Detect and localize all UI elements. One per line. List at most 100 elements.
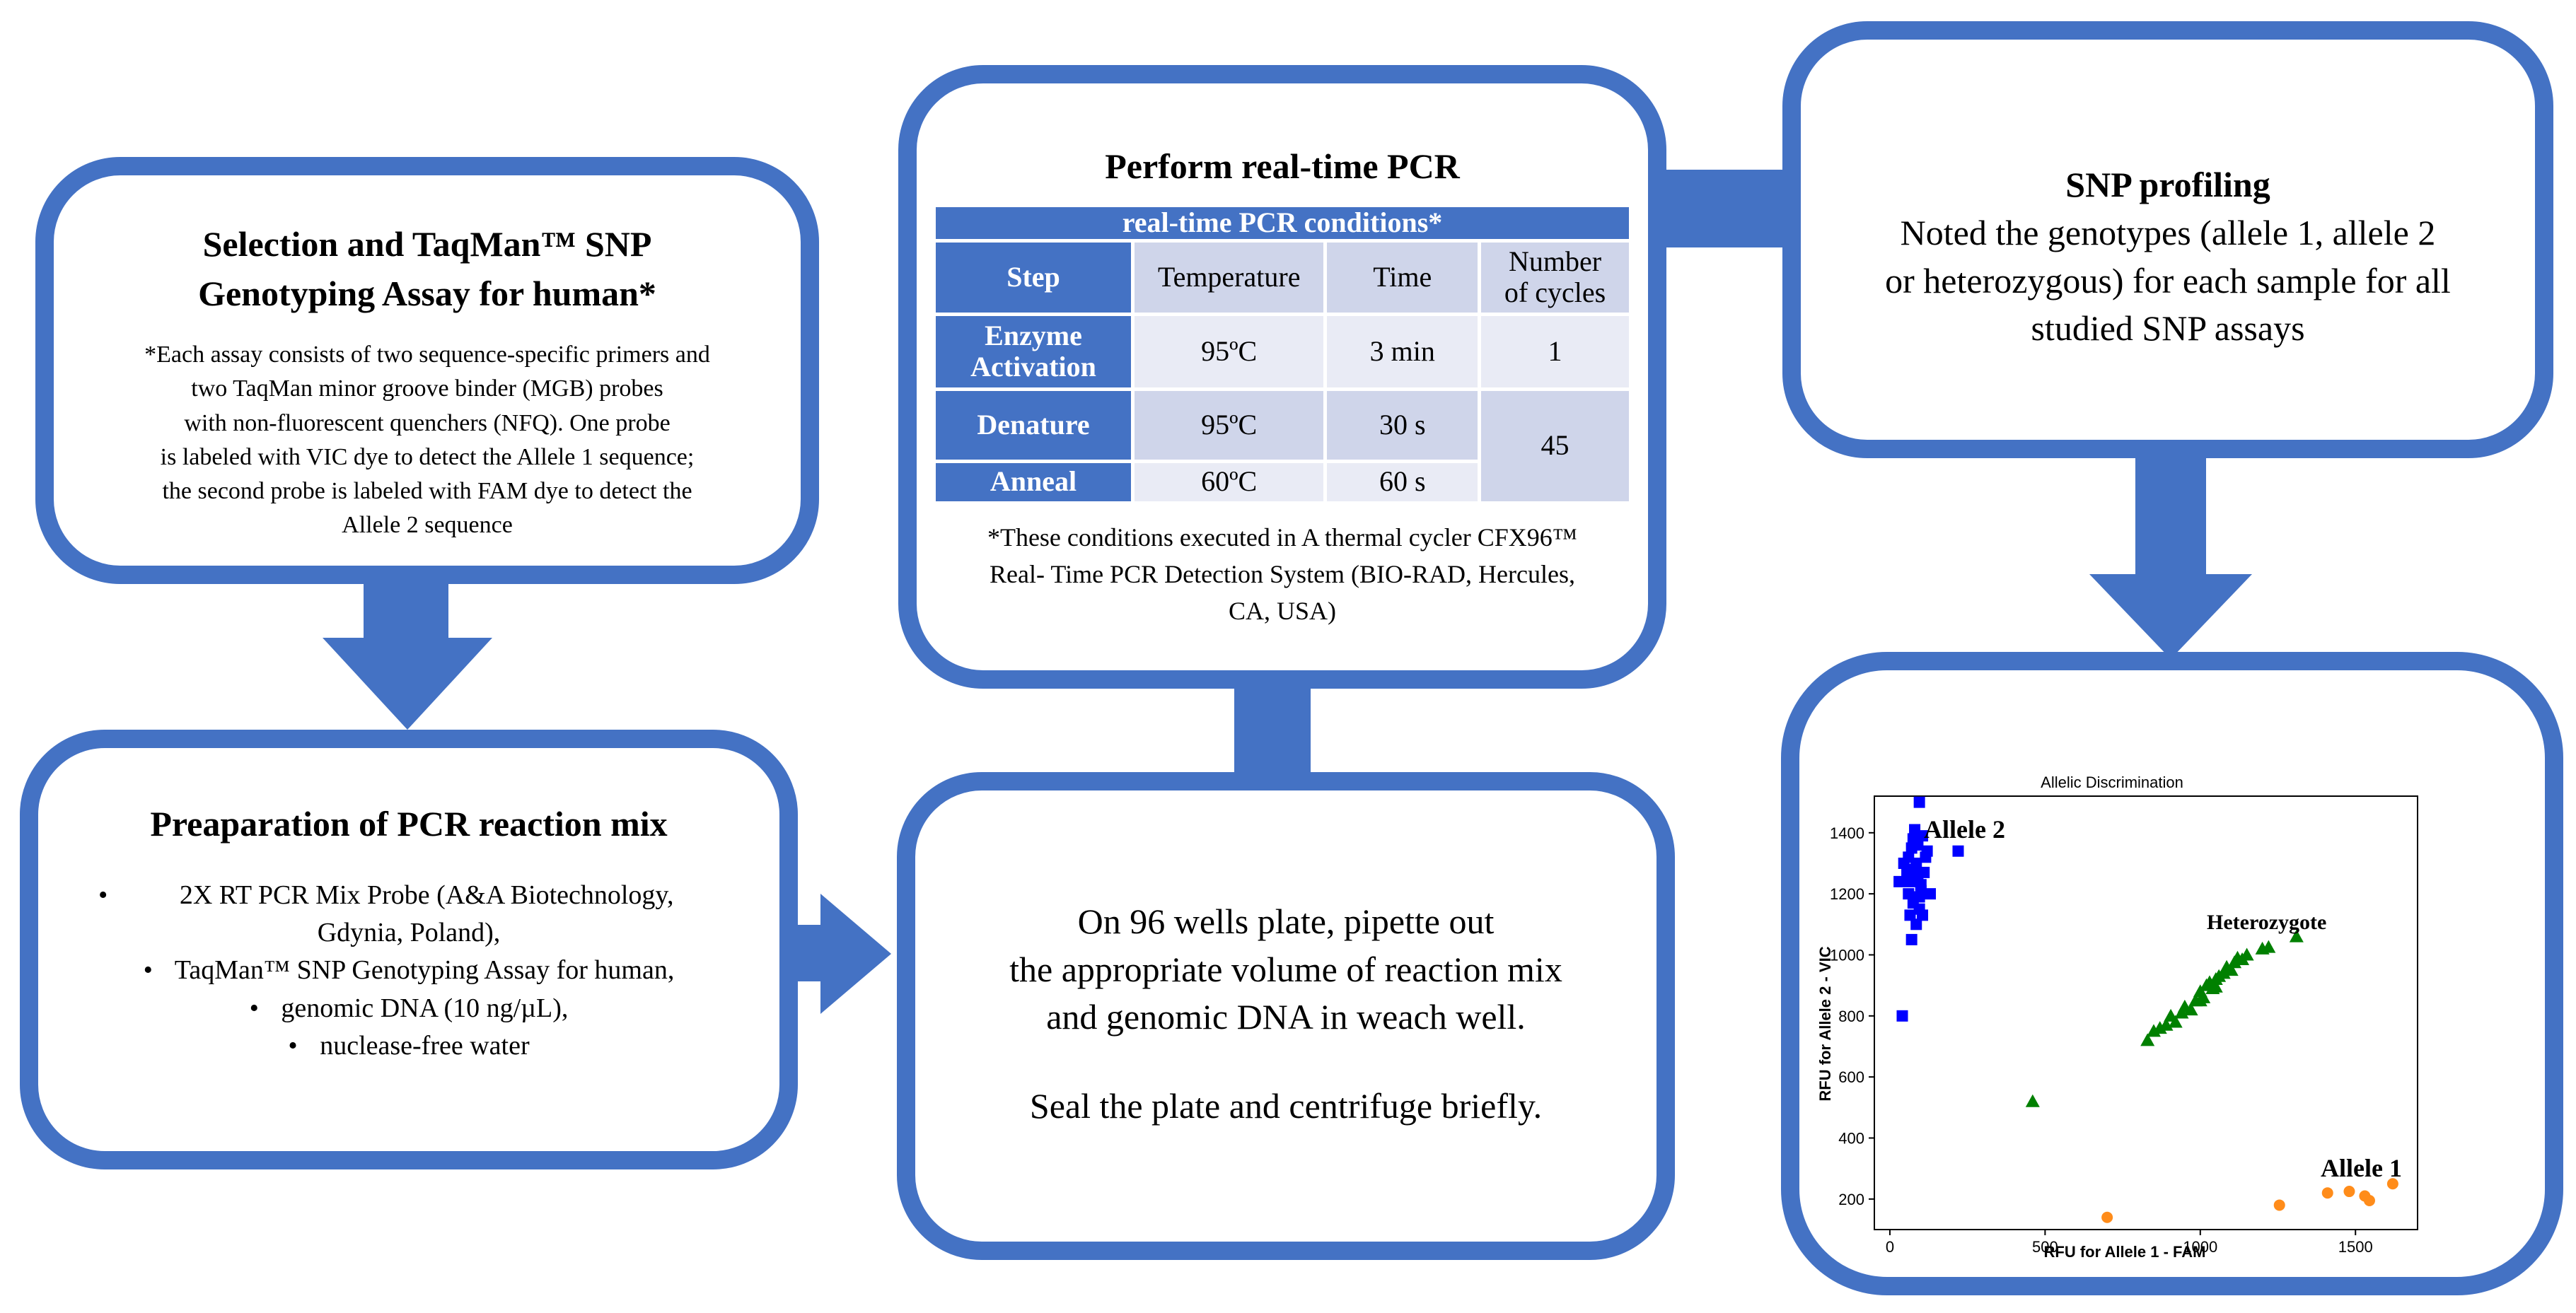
- cell-denature-temp: 95ºC: [1131, 387, 1328, 463]
- connector-selection-to-prep-bar: [364, 580, 448, 643]
- selection-note-line: Allele 2 sequence: [342, 512, 513, 539]
- prep-item-text: Gdynia, Poland),: [317, 918, 501, 948]
- data-point-allele2: [1913, 796, 1925, 808]
- pcr-conditions-table: real-time PCR conditions* Step Temperatu…: [932, 204, 1632, 505]
- y-tick-label: 1200: [1830, 885, 1864, 903]
- snp-line: or heterozygous) for each sample for all: [1885, 260, 2451, 300]
- allelic-discrimination-box: Allelic Discrimination 0 500 1000 1500 200 40…: [1781, 652, 2563, 1295]
- pipette-step-box: On 96 wells plate, pipette out the appro…: [897, 772, 1675, 1260]
- connector-pipette-to-pcr: [1234, 679, 1311, 785]
- data-point-heterozygote: [2025, 1094, 2040, 1107]
- chart-title: Allelic Discrimination: [2041, 774, 2183, 791]
- data-point-allele2: [1904, 875, 1916, 887]
- pcr-note-line: *These conditions executed in A thermal …: [987, 523, 1578, 552]
- data-point-heterozygote: [2183, 1003, 2198, 1016]
- data-point-allele2: [1921, 845, 1933, 857]
- x-tick-label: 0: [1886, 1238, 1894, 1256]
- data-point-allele1: [2273, 1199, 2285, 1211]
- snp-title: SNP profiling: [2065, 165, 2270, 204]
- selection-note: *Each assay consists of two sequence-spe…: [54, 338, 801, 543]
- cell-shared-cycles: 45: [1478, 387, 1632, 505]
- bullet-icon: •: [98, 880, 108, 910]
- y-axis-label: RFU for Allele 2 - VIC: [1816, 946, 1834, 1101]
- arrow-selection-to-prep: [323, 638, 492, 730]
- header-time: Time: [1323, 238, 1482, 316]
- header-cycles-line: Number: [1509, 245, 1602, 277]
- allelic-discrimination-chart: Allelic Discrimination 0 500 1000 1500 200 40…: [1816, 774, 2418, 1261]
- selection-note-line: the second probe is labeled with FAM dye…: [162, 478, 692, 505]
- bullet-icon: •: [249, 993, 259, 1023]
- selection-note-line: is labeled with VIC dye to detect the Al…: [160, 443, 695, 470]
- y-tick-label: 200: [1838, 1191, 1864, 1208]
- arrow-prep-to-pipette: [820, 894, 891, 1014]
- connector-snp-to-chart-bar: [2135, 453, 2206, 580]
- data-point-allele1: [2343, 1186, 2355, 1198]
- data-point-allele2: [1905, 933, 1918, 945]
- connector-pcr-to-snp: [1659, 170, 1793, 247]
- row-label-line: Enzyme: [985, 319, 1082, 351]
- pcr-step-box: Perform real-time PCR real-time PCR cond…: [898, 65, 1666, 689]
- y-tick-label: 1000: [1830, 946, 1864, 964]
- pcr-note-line: CA, USA): [1228, 597, 1336, 626]
- prep-item-text: nuclease-free water: [320, 1030, 530, 1061]
- selection-note-line: *Each assay consists of two sequence-spe…: [144, 342, 710, 368]
- pipette-line: the appropriate volume of reaction mix: [1009, 949, 1562, 989]
- seal-instruction: Seal the plate and centrifuge briefly.: [1029, 1085, 1543, 1126]
- data-point-allele2: [1917, 830, 1929, 842]
- bullet-icon: •: [288, 1030, 298, 1061]
- selection-title-line: Selection and TaqMan™ SNP: [202, 224, 652, 264]
- data-point-allele2: [1909, 863, 1921, 875]
- selection-note-line: two TaqMan minor groove binder (MGB) pro…: [191, 375, 663, 402]
- data-point-allele1: [2101, 1211, 2113, 1223]
- cell-enzyme-temp: 95ºC: [1131, 312, 1328, 391]
- snp-profiling-box: SNP profiling Noted the genotypes (allel…: [1782, 21, 2553, 458]
- y-tick-label: 800: [1838, 1008, 1864, 1025]
- pcr-title: Perform real-time PCR: [1105, 146, 1460, 186]
- selection-note-line: with non-fluorescent quenchers (NFQ). On…: [184, 409, 671, 436]
- cell-enzyme-cycles: 1: [1478, 312, 1632, 391]
- snp-line: studied SNP assays: [2031, 308, 2305, 348]
- cluster-label-heterozygote: Heterozygote: [2207, 911, 2326, 934]
- data-point-allele1: [2386, 1178, 2398, 1190]
- data-point-allele2: [1903, 888, 1915, 900]
- row-label-anneal: Anneal: [932, 459, 1135, 505]
- data-point-allele2: [1910, 918, 1922, 930]
- prep-list: • 2X RT PCR Mix Probe (A&A Biotechnology…: [38, 877, 779, 1065]
- x-tick-label: 500: [2032, 1238, 2058, 1256]
- data-point-allele1: [2321, 1187, 2333, 1199]
- table-title: real-time PCR conditions*: [932, 204, 1632, 243]
- y-tick-label: 400: [1838, 1129, 1864, 1147]
- pipette-instructions: On 96 wells plate, pipette out the appro…: [915, 898, 1657, 1041]
- plot-area-frame: [1874, 795, 2418, 1230]
- x-tick-label: 1500: [2338, 1238, 2373, 1256]
- data-point-allele2: [1904, 909, 1916, 921]
- pipette-line: and genomic DNA in weach well.: [1046, 997, 1526, 1037]
- data-point-allele2: [1913, 891, 1925, 903]
- data-point-heterozygote: [2168, 1015, 2183, 1028]
- cell-anneal-temp: 60ºC: [1131, 459, 1328, 505]
- data-point-heterozygote: [2261, 940, 2276, 953]
- pcr-note: *These conditions executed in A thermal …: [917, 519, 1648, 630]
- data-point-heterozygote: [2239, 947, 2254, 961]
- bullet-icon: •: [143, 955, 153, 986]
- pipette-line: On 96 wells plate, pipette out: [1077, 901, 1495, 941]
- prep-title: Preaparation of PCR reaction mix: [150, 804, 668, 844]
- snp-line: Noted the genotypes (allele 1, allele 2: [1900, 213, 2436, 252]
- data-point-heterozygote: [2208, 979, 2223, 993]
- cell-enzyme-time: 3 min: [1323, 312, 1482, 391]
- prep-list-item: • genomic DNA (10 ng/µL),: [38, 990, 779, 1027]
- header-cycles: Number of cycles: [1478, 238, 1632, 316]
- data-point-allele2: [1918, 866, 1930, 878]
- header-temperature: Temperature: [1131, 238, 1328, 316]
- row-label-line: Activation: [970, 351, 1096, 383]
- data-point-allele2: [1917, 909, 1929, 921]
- cell-anneal-time: 60 s: [1323, 459, 1482, 505]
- data-point-allele2: [1952, 845, 1964, 857]
- data-point-allele2: [1924, 888, 1936, 900]
- data-point-allele2: [1912, 839, 1924, 851]
- data-point-allele2: [1896, 1010, 1908, 1022]
- data-point-heterozygote: [2140, 1033, 2155, 1046]
- data-point-heterozygote: [2193, 993, 2207, 1007]
- y-tick-label: 600: [1838, 1068, 1864, 1086]
- data-point-allele1: [2363, 1194, 2375, 1206]
